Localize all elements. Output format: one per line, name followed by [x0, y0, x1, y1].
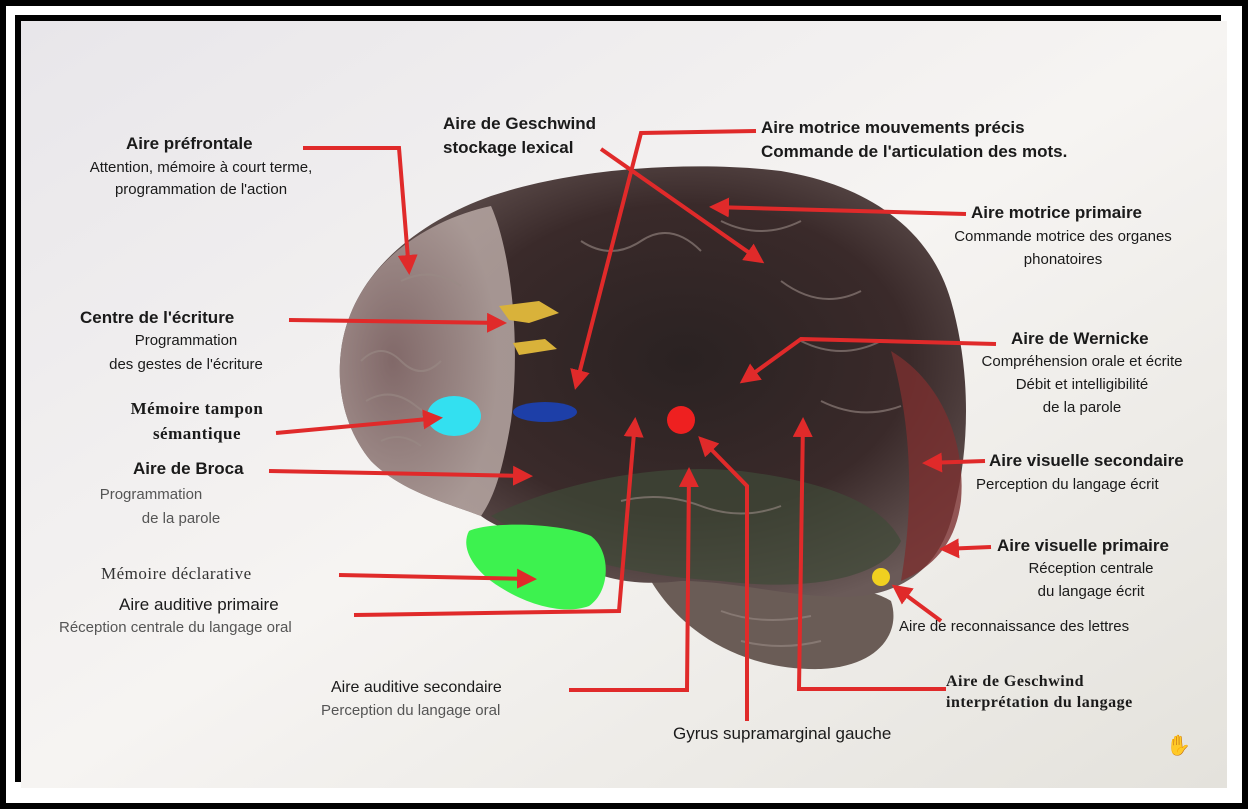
hand-cursor-icon: ✋: [1166, 733, 1191, 758]
label-broca-title: Aire de Broca: [133, 459, 244, 479]
label-prefrontale-line2: programmation de l'action: [41, 181, 361, 199]
label-geschwind-top-sub: stockage lexical: [443, 138, 573, 158]
arrow-visuelle-primaire: [943, 547, 991, 549]
label-geschwind-bottom-sub: interprétation du langage: [946, 693, 1133, 712]
letter-recognition-yellow-dot: [872, 568, 890, 586]
label-auditive-primaire-sub: Réception centrale du langage oral: [59, 619, 292, 637]
label-tampon-line1: Mémoire tampon: [97, 399, 297, 419]
label-visuelle-secondaire-sub: Perception du langage écrit: [976, 476, 1159, 494]
label-wernicke-line3: de la parole: [947, 399, 1217, 417]
label-visuelle-secondaire-title: Aire visuelle secondaire: [989, 451, 1184, 471]
label-motrice-precis-title: Aire motrice mouvements précis: [761, 118, 1025, 138]
label-broca-line1: Programmation: [51, 486, 251, 504]
label-ecriture-line1: Programmation: [41, 332, 331, 350]
label-visuelle-primaire-line1: Réception centrale: [976, 560, 1206, 578]
label-visuelle-primaire-line2: du langage écrit: [976, 583, 1206, 601]
label-motrice-precis-sub: Commande de l'articulation des mots.: [761, 142, 1067, 162]
label-motrice-primaire-line2: phonatoires: [913, 251, 1213, 269]
label-auditive-primaire-title: Aire auditive primaire: [119, 595, 279, 615]
diagram-screen: Aire préfrontale Attention, mémoire à co…: [21, 21, 1227, 788]
label-geschwind-bottom-title: Aire de Geschwind: [946, 672, 1084, 691]
label-declarative-title: Mémoire déclarative: [101, 564, 252, 584]
label-broca-line2: de la parole: [81, 510, 281, 528]
semantic-buffer-cyan-region: [427, 396, 481, 436]
label-motrice-primaire-line1: Commande motrice des organes: [913, 228, 1213, 246]
label-visuelle-primaire-title: Aire visuelle primaire: [997, 536, 1169, 556]
supramarginal-red-dot: [667, 406, 695, 434]
label-wernicke-title: Aire de Wernicke: [1011, 329, 1149, 349]
label-gyrus-title: Gyrus supramarginal gauche: [673, 724, 891, 744]
broca-blue-region: [513, 402, 577, 422]
label-tampon-line2: sémantique: [97, 424, 297, 444]
label-geschwind-top-title: Aire de Geschwind: [443, 114, 596, 134]
label-auditive-secondaire-sub: Perception du langage oral: [321, 702, 500, 720]
arrow-visuelle-secondaire: [926, 461, 985, 463]
label-motrice-primaire-title: Aire motrice primaire: [971, 203, 1142, 223]
label-lettres-title: Aire de reconnaissance des lettres: [899, 618, 1129, 636]
label-auditive-secondaire-title: Aire auditive secondaire: [331, 678, 502, 697]
label-ecriture-line2: des gestes de l'écriture: [41, 356, 331, 374]
label-wernicke-line2: Débit et intelligibilité: [947, 376, 1217, 394]
label-prefrontale-title: Aire préfrontale: [126, 134, 253, 154]
label-ecriture-title: Centre de l'écriture: [80, 308, 234, 328]
label-prefrontale-line1: Attention, mémoire à court terme,: [41, 159, 361, 177]
label-wernicke-line1: Compréhension orale et écrite: [947, 353, 1217, 371]
